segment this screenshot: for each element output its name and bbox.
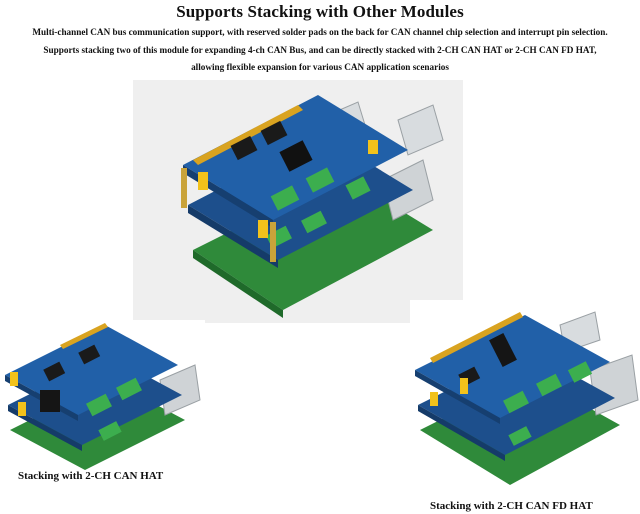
caption-can-hat: Stacking with 2-CH CAN HAT xyxy=(18,470,164,482)
page-title: Supports Stacking with Other Modules xyxy=(176,2,464,21)
description-line-2: Supports stacking two of this module for… xyxy=(43,45,597,55)
can-fd-hat-stack-illustration xyxy=(410,300,640,492)
main-stacking-photo xyxy=(133,80,463,323)
description-line-1: Multi-channel CAN bus communication supp… xyxy=(32,27,608,37)
stacked-boards-illustration xyxy=(133,80,463,323)
right-stacking-photo xyxy=(410,300,640,492)
can-hat-stack-illustration xyxy=(0,320,205,470)
caption-can-fd-hat: Stacking with 2-CH CAN FD HAT xyxy=(430,500,593,512)
description-line-3: allowing flexible expansion for various … xyxy=(191,62,449,72)
left-stacking-photo xyxy=(0,320,205,470)
